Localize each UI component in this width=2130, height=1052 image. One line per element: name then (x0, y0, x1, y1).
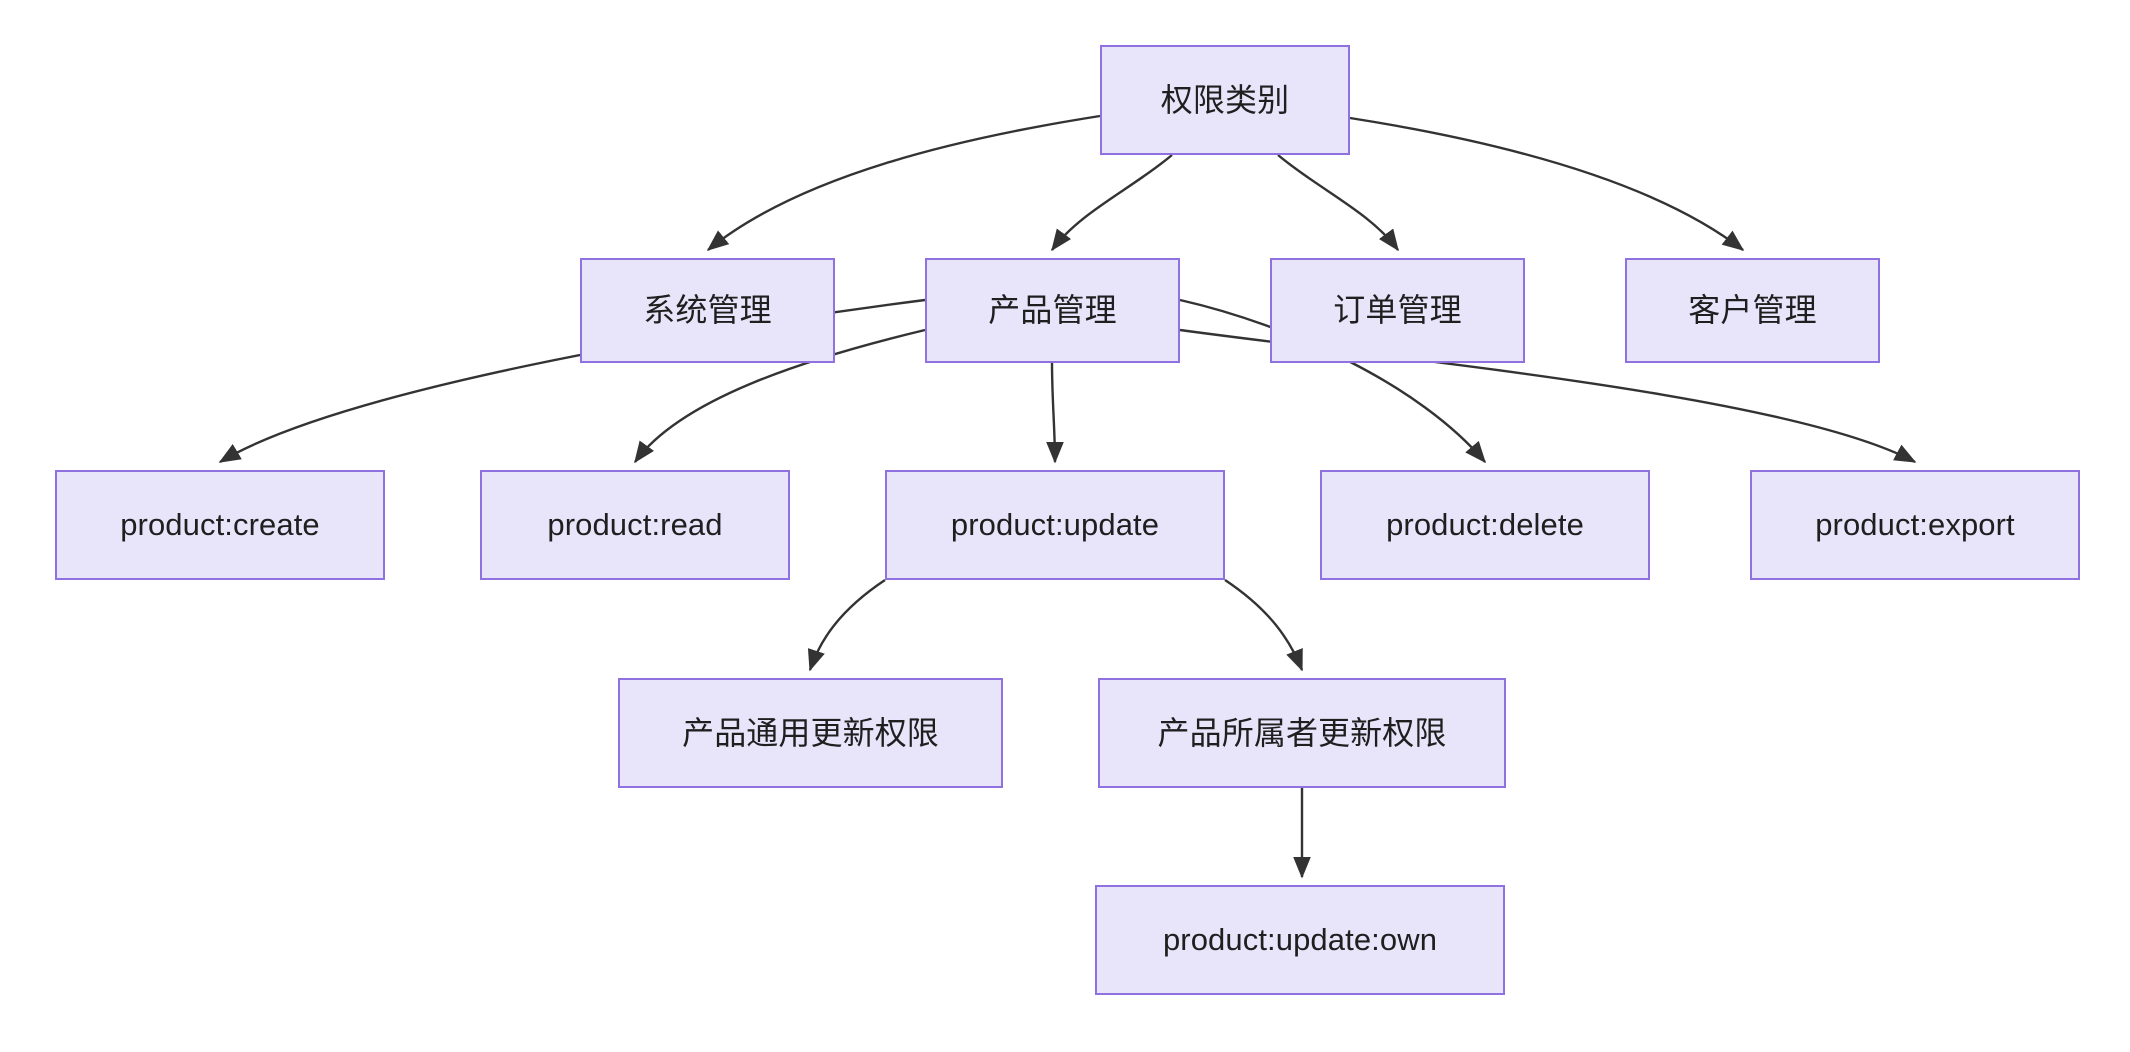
node-label-root: 权限类别 (1160, 81, 1290, 118)
node-label-customer: 客户管理 (1688, 292, 1817, 329)
node-label-update-owner: 产品所属者更新权限 (1157, 714, 1447, 751)
node-label-update-generic: 产品通用更新权限 (682, 714, 939, 751)
node-system[interactable]: 系统管理 (580, 258, 835, 363)
node-p-create[interactable]: product:create (55, 470, 385, 580)
edge-root-to-customer (1349, 116, 1745, 251)
node-p-read[interactable]: product:read (480, 470, 790, 580)
node-label-p-delete: product:delete (1386, 507, 1584, 543)
node-p-delete[interactable]: product:delete (1320, 470, 1650, 580)
edge-root-to-system (706, 114, 1101, 251)
node-label-product: 产品管理 (988, 292, 1117, 329)
node-update-generic[interactable]: 产品通用更新权限 (618, 678, 1003, 788)
node-p-export[interactable]: product:export (1750, 470, 2080, 580)
node-label-p-create: product:create (120, 507, 320, 543)
node-label-p-update: product:update (950, 507, 1160, 543)
node-p-update-own[interactable]: product:update:own (1095, 885, 1505, 995)
edge-p-update-to-update-generic (807, 579, 886, 672)
edge-root-to-order (1277, 154, 1399, 252)
node-label-p-read: product:read (547, 507, 723, 543)
node-product[interactable]: 产品管理 (925, 258, 1180, 363)
edge-product-to-p-update (1046, 362, 1064, 464)
node-label-p-export: product:export (1815, 507, 2015, 543)
node-label-system: 系统管理 (643, 292, 772, 329)
node-customer[interactable]: 客户管理 (1625, 258, 1880, 363)
node-root[interactable]: 权限类别 (1100, 45, 1350, 155)
node-update-owner[interactable]: 产品所属者更新权限 (1098, 678, 1506, 788)
edge-p-update-to-update-owner (1224, 579, 1304, 672)
edge-root-to-product (1051, 154, 1173, 252)
node-order[interactable]: 订单管理 (1270, 258, 1525, 363)
node-p-update[interactable]: product:update (885, 470, 1225, 580)
node-label-p-update-own: product:update:own (1162, 922, 1438, 958)
node-label-order: 订单管理 (1333, 292, 1462, 329)
